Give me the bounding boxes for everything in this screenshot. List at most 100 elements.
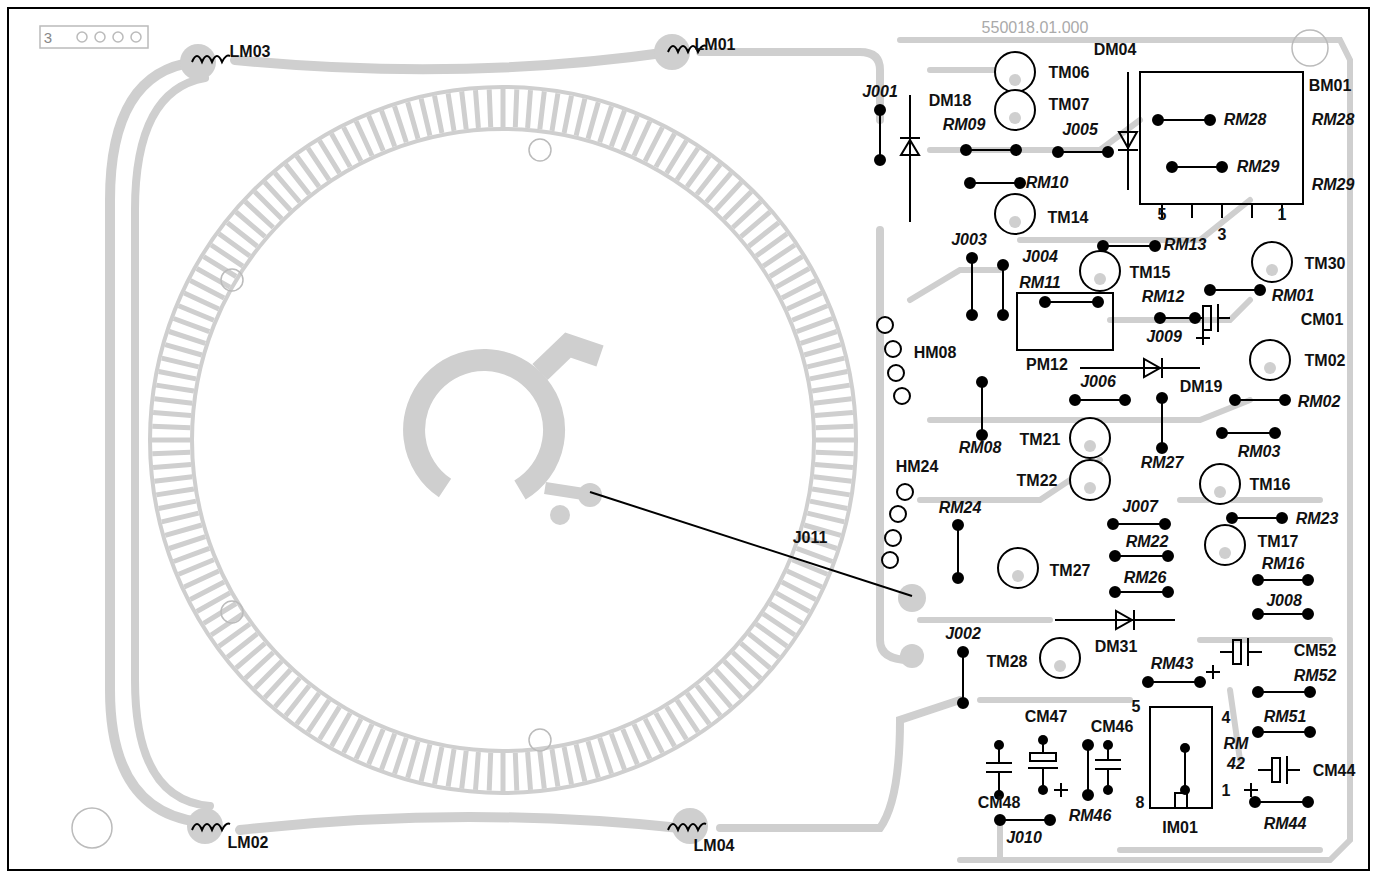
jumper-wire [1000, 819, 1050, 821]
part-label: TM06 [1049, 65, 1090, 81]
solder-pad [965, 178, 975, 188]
part-label: HM08 [914, 345, 957, 361]
solder-pad [1195, 677, 1205, 687]
part-label: RM16 [1262, 556, 1305, 572]
part-label: J011 [793, 530, 828, 546]
solder-pad [1217, 162, 1227, 172]
part-label: RM23 [1296, 511, 1339, 527]
part-label: RM26 [1124, 570, 1167, 586]
solder-pad [1083, 740, 1093, 750]
part-label: TM16 [1250, 477, 1291, 493]
part-label: TM07 [1049, 97, 1090, 113]
solder-pad [1280, 395, 1290, 405]
solder-pad [1110, 587, 1120, 597]
jumper-wire [1115, 555, 1168, 557]
solder-pad [1255, 285, 1265, 295]
solder-pad [875, 155, 885, 165]
part-label: RM11 [1019, 275, 1061, 291]
part-label: IM01 [1162, 820, 1198, 836]
solder-pad [1303, 797, 1313, 807]
part-label: J006 [1080, 374, 1116, 390]
part-label: LM01 [695, 37, 736, 53]
rotor-teeth [152, 89, 854, 791]
solder-pad [1103, 147, 1113, 157]
solder-pad [1253, 609, 1263, 619]
solder-pad [1053, 147, 1063, 157]
part-label: TM02 [1305, 353, 1346, 369]
jumper-wire [1258, 691, 1310, 693]
solder-pad [1040, 297, 1050, 307]
solder-pad [953, 573, 963, 583]
part-label: RM29 [1312, 177, 1355, 193]
part-label: J005 [1062, 122, 1098, 138]
part-label: RM44 [1264, 816, 1307, 832]
solder-pad [1157, 443, 1167, 453]
solder-pad [958, 647, 968, 657]
solder-pad [1253, 575, 1263, 585]
part-label: BM01 [1309, 78, 1352, 94]
solder-pad [1277, 513, 1287, 523]
solder-pad [1163, 551, 1173, 561]
part-label: 3 [1218, 227, 1227, 243]
solder-pad [1303, 575, 1313, 585]
solder-pad [1305, 687, 1315, 697]
jumper-wire [1103, 245, 1155, 247]
part-label: 550018.01.000 [982, 20, 1089, 36]
part-label: TM22 [1017, 473, 1058, 489]
solder-pad [961, 145, 971, 155]
part-label: RM12 [1142, 289, 1185, 305]
part-label: J009 [1146, 329, 1182, 345]
solder-pad [977, 377, 987, 387]
jumper-wire [1210, 289, 1260, 291]
jumper-wire [1222, 432, 1275, 434]
jumper-wire [1045, 301, 1098, 303]
solder-pad [1098, 241, 1108, 251]
jumper-wire [879, 110, 881, 160]
part-label: J001 [862, 84, 898, 100]
jumper-wire [1258, 579, 1308, 581]
part-label: LM04 [694, 838, 735, 854]
solder-pad [1143, 677, 1153, 687]
part-label: RM03 [1238, 444, 1281, 460]
part-label: J002 [945, 626, 981, 642]
part-label: CM48 [978, 795, 1021, 811]
part-label: LM03 [230, 44, 271, 60]
solder-pad [1253, 727, 1263, 737]
part-label: DM04 [1094, 42, 1137, 58]
solder-pad [998, 310, 1008, 320]
part-label: RM09 [943, 117, 986, 133]
solder-pad [1157, 393, 1167, 403]
part-label: RM28 [1224, 112, 1267, 128]
part-label: TM27 [1050, 563, 1091, 579]
jumper-wire [1075, 399, 1125, 401]
part-label: 8 [1136, 795, 1145, 811]
part-label: J004 [1022, 249, 1058, 265]
part-label: HM24 [896, 459, 939, 475]
solder-pad [1305, 727, 1315, 737]
solder-pad [967, 310, 977, 320]
jumper-wire [1232, 517, 1282, 519]
part-label: CM01 [1301, 312, 1344, 328]
solder-pad [1155, 313, 1165, 323]
part-label: RM29 [1237, 159, 1280, 175]
part-label: RM51 [1264, 709, 1307, 725]
solder-pad [1045, 815, 1055, 825]
solder-pad [1163, 587, 1173, 597]
part-label: 3 [44, 30, 52, 45]
solder-pad [1011, 145, 1021, 155]
jumper-wire [1172, 166, 1222, 168]
solder-pad [1110, 551, 1120, 561]
part-label: TM21 [1020, 432, 1061, 448]
solder-pad [1108, 519, 1118, 529]
jumper-wire [1113, 523, 1165, 525]
part-label: J008 [1266, 593, 1302, 609]
jumper-wire [1258, 731, 1310, 733]
solder-pad [1015, 178, 1025, 188]
part-label: J010 [1006, 830, 1042, 846]
jumper-wire [1002, 265, 1004, 315]
part-label: TM14 [1048, 210, 1089, 226]
solder-pad [967, 253, 977, 263]
solder-pad [1083, 790, 1093, 800]
